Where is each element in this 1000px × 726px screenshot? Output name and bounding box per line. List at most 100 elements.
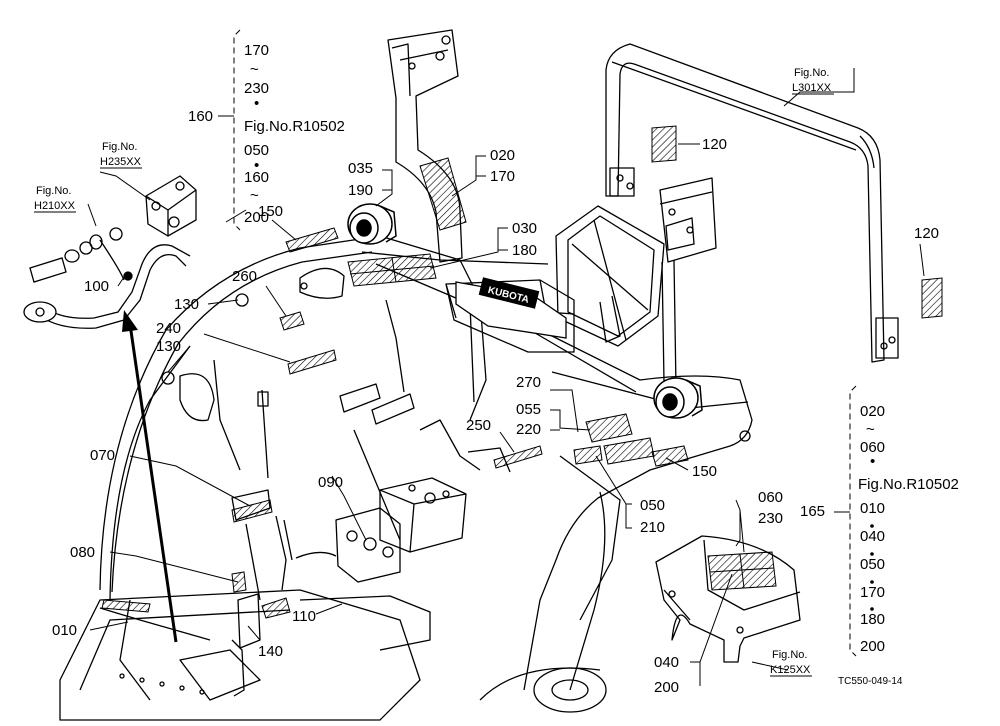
rops-frame: [605, 43, 899, 363]
decal-050: [573, 445, 603, 465]
control-levers: [231, 383, 415, 649]
hydraulic-block: [295, 419, 511, 651]
callout-230: 230: [758, 510, 783, 527]
callout-050: 050: [640, 497, 665, 514]
callout-110: 110: [292, 608, 316, 625]
callout-130-lower: 130: [156, 338, 181, 355]
figure-references: Fig.No. H235XX Fig.No. H210XX Fig.No. L3…: [34, 67, 834, 677]
callout-210: 210: [640, 519, 665, 536]
range-160-160: 160: [244, 169, 269, 186]
leader-lines: [87, 29, 925, 686]
range-165-010: 010: [860, 500, 885, 517]
decal-260: [279, 311, 305, 331]
range-165-050: 050: [860, 556, 885, 573]
range-165-060: 060: [860, 439, 885, 456]
decal-110: [261, 597, 291, 619]
range-165-040: 040: [860, 528, 885, 545]
callout-200: 200: [654, 679, 679, 696]
range-165-180: 180: [860, 611, 885, 628]
decal-020: [419, 157, 467, 231]
decal-240: [287, 349, 337, 375]
callout-165: 165: [800, 503, 825, 520]
range-160-050: 050: [244, 142, 269, 159]
fig-k125-code: K125XX: [770, 664, 811, 676]
callout-190: 190: [348, 182, 373, 199]
seat-support-frame: [555, 205, 665, 347]
callout-250: 250: [466, 417, 491, 434]
decal-120-right: [921, 277, 943, 319]
callout-260: 260: [232, 268, 257, 285]
fig-k125-label: Fig.No.: [772, 649, 807, 661]
range-160-tilde2: ~: [250, 187, 259, 204]
callout-150-upper: 150: [258, 203, 283, 220]
decal-labels: [101, 125, 943, 619]
callout-270: 270: [516, 374, 541, 391]
fig-h210-code: H210XX: [34, 200, 76, 212]
range-160-to: 230: [244, 80, 269, 97]
fig-h210-label: Fig.No.: [36, 185, 71, 197]
decal-010: [101, 599, 151, 613]
fig-h235-code: H235XX: [100, 156, 142, 168]
callout-070: 070: [90, 447, 115, 464]
range-165-020: 020: [860, 403, 885, 420]
callout-150-lower: 150: [692, 463, 717, 480]
callout-100: 100: [84, 278, 109, 295]
left-upright-post: [387, 29, 463, 263]
brand-plate: KUBOTA: [455, 277, 567, 339]
callout-010: 010: [52, 622, 77, 639]
range-160-from: 170: [244, 42, 269, 59]
callout-090: 090: [318, 474, 343, 491]
callout-160: 160: [188, 108, 213, 125]
callout-055: 055: [516, 401, 541, 418]
wheel-hub: [479, 667, 607, 713]
work-lamp-lower: [653, 377, 703, 419]
callout-080: 080: [70, 544, 95, 561]
decal-080: [231, 571, 247, 593]
floor-platform: [59, 589, 421, 721]
range-165-170: 170: [860, 584, 885, 601]
range-160-tilde: ~: [250, 61, 259, 78]
callout-220: 220: [516, 421, 541, 438]
decal-120-upper: [651, 125, 677, 163]
range-160-dot1: •: [254, 95, 259, 112]
decal-070: [231, 499, 273, 523]
assembly-arrow: [122, 310, 178, 643]
callout-130-upper: 130: [174, 296, 199, 313]
decal-055: [585, 413, 633, 443]
range-165-dot1: •: [870, 453, 875, 470]
callout-180: 180: [512, 242, 537, 259]
decal-150-lower: [651, 445, 689, 467]
rear-cover: [655, 535, 801, 663]
left-fender: [99, 235, 487, 701]
decal-050b: [603, 437, 655, 465]
range-160-fig: Fig.No.R10502: [244, 118, 345, 135]
work-lamp-upper: [347, 203, 397, 245]
callout-020: 020: [490, 147, 515, 164]
callout-170: 170: [490, 168, 515, 185]
decal-150-upper: [285, 227, 339, 253]
fig-h235-label: Fig.No.: [102, 141, 137, 153]
callout-040: 040: [654, 654, 679, 671]
callout-120-upper: 120: [702, 136, 727, 153]
hydraulic-pipe-assembly: [23, 175, 197, 329]
callout-030: 030: [512, 220, 537, 237]
rops-bracket: [659, 177, 717, 389]
fig-l301-code: L301XX: [792, 82, 832, 94]
range-160-dot2: •: [254, 157, 259, 174]
callout-240: 240: [156, 320, 181, 337]
fig-l301-label: Fig.No.: [794, 67, 829, 79]
right-fender: [519, 319, 753, 691]
decal-250: [493, 445, 543, 469]
range-160-200: 200: [244, 209, 269, 226]
tractor-assembly-drawing: [59, 29, 899, 721]
range-165-tilde: ~: [866, 421, 875, 438]
range-165-dots: [870, 524, 874, 611]
callout-035: 035: [348, 160, 373, 177]
callout-140: 140: [258, 643, 283, 660]
callout-120-right: 120: [914, 225, 939, 242]
range-165-fig: Fig.No.R10502: [858, 476, 959, 493]
drawing-code: TC550-049-14: [838, 676, 903, 687]
callout-numbers: 160 170 ~ 230 • Fig.No.R10502 050 • 160 …: [52, 42, 959, 696]
callout-060: 060: [758, 489, 783, 506]
